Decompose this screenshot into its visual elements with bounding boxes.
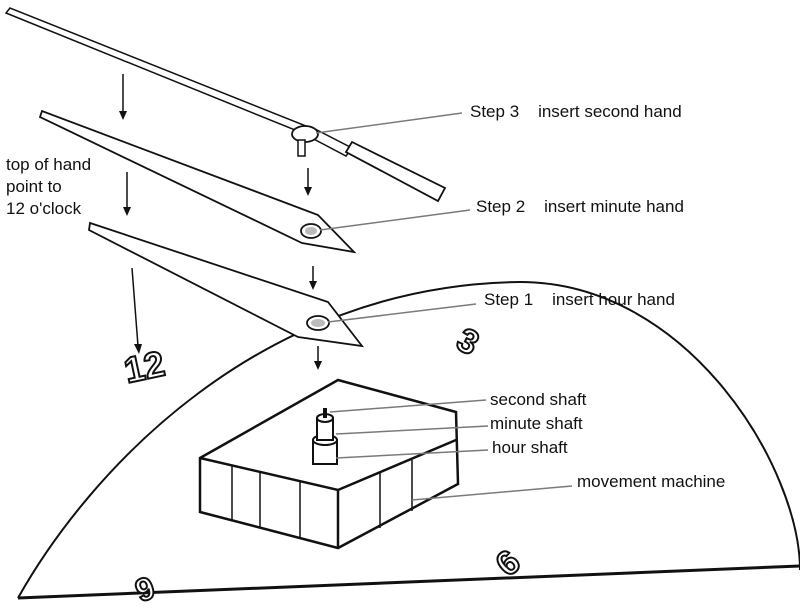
assembly-arrows — [119, 74, 322, 370]
note-line-2: point to — [6, 177, 62, 196]
hour-hand — [88, 221, 365, 348]
clock-face-outline — [17, 280, 800, 599]
note-line-1: top of hand — [6, 155, 92, 174]
step-2-action: insert minute hand — [544, 197, 684, 216]
step-1-label: Step 1 insert hour hand — [484, 290, 675, 310]
step-2-number: Step 2 — [476, 197, 526, 216]
hour-shaft-label: hour shaft — [492, 438, 568, 457]
dial-number-9: 9 — [130, 569, 159, 609]
step-1-action: insert hour hand — [552, 290, 675, 309]
dial-number-12: 12 — [120, 343, 168, 391]
step-1-number: Step 1 — [484, 290, 534, 309]
step-3-label: Step 3 insert second hand — [470, 102, 682, 122]
minute-shaft-label: minute shaft — [490, 414, 583, 433]
step-2-label: Step 2 insert minute hand — [476, 197, 684, 217]
minute-hand — [38, 109, 357, 254]
dial-number-3: 3 — [450, 321, 485, 363]
second-hand — [4, 7, 447, 203]
step-3-number: Step 3 — [470, 102, 520, 121]
shaft-stack — [312, 408, 338, 465]
leader-lines — [315, 112, 573, 501]
movement-machine-label: movement machine — [577, 472, 726, 491]
base-line — [17, 564, 800, 600]
note-line-3: 12 o'clock — [6, 199, 82, 218]
second-shaft-label: second shaft — [490, 390, 587, 409]
hand-position-note: top of hand point to 12 o'clock — [6, 154, 91, 220]
step-3-action: insert second hand — [538, 102, 682, 121]
